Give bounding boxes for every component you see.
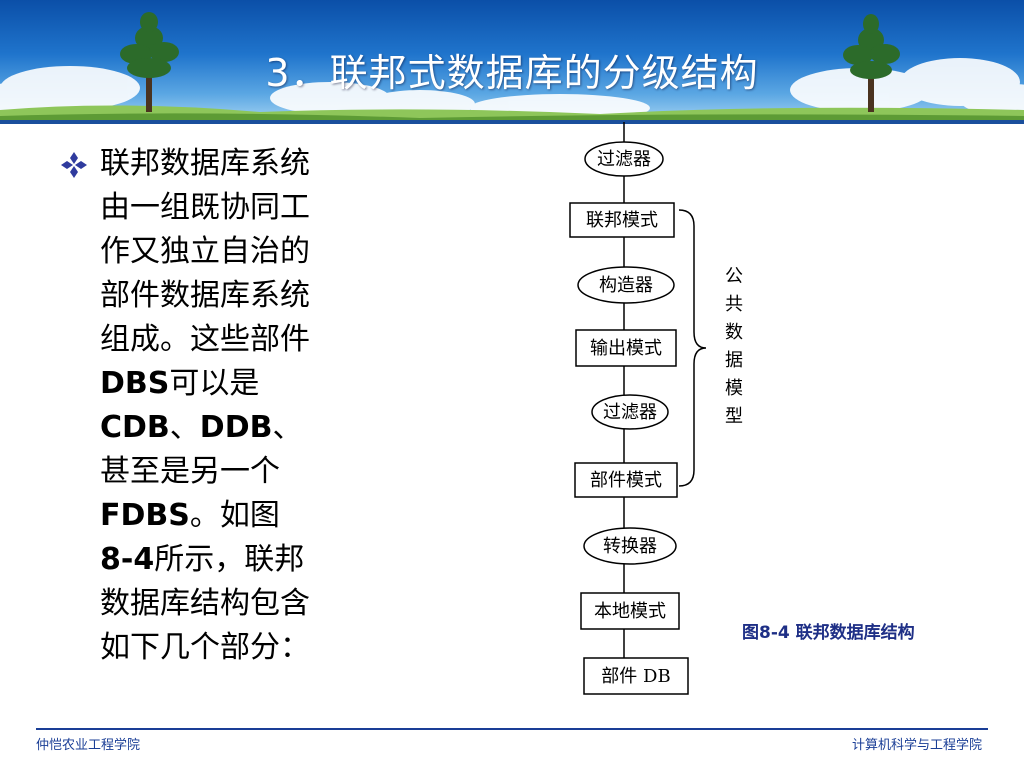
bullet-text-segment: DBS bbox=[100, 366, 170, 401]
diagram-node-local-schema bbox=[580, 592, 680, 630]
bullet-paragraph: 联邦数据库系统 由一组既协同工 作又独立自治的 部件数据库系统 组成。这些部件 … bbox=[61, 142, 392, 670]
page-title: 3．联邦式数据库的分级结构 bbox=[265, 51, 759, 95]
brace-label-char: 数 bbox=[725, 322, 743, 343]
diagram-node-label: 构造器 bbox=[599, 275, 653, 296]
sky-landscape-illustration bbox=[0, 12, 1024, 120]
figure-caption: 图8-4 联邦数据库结构 bbox=[742, 623, 915, 643]
bullet-text-segment: 、 甚至是另一个 bbox=[100, 410, 303, 489]
diamond-bullet-icon bbox=[61, 152, 87, 178]
bullet-text-segment: DDB bbox=[199, 410, 273, 445]
brace-label-char: 公 bbox=[725, 266, 743, 287]
footer-right-text: 计算机科学与工程学院 bbox=[851, 738, 982, 753]
bullet-text-segment: 所示，联邦 数据库结构包含 如下几个部分： bbox=[100, 542, 310, 665]
brace-label-char: 据 bbox=[725, 350, 743, 371]
footer-left-text: 仲恺农业工程学院 bbox=[36, 738, 141, 753]
diagram-node-label: 部件模式 bbox=[590, 470, 662, 491]
brace-label-char: 模 bbox=[725, 378, 743, 399]
bullet-text-segment: FDBS bbox=[100, 498, 190, 533]
diagram-node-component-schema bbox=[574, 462, 678, 498]
diagram-node-federated-schema bbox=[569, 202, 675, 238]
brace-shape bbox=[678, 209, 707, 487]
bullet-text: 联邦数据库系统 由一组既协同工 作又独立自治的 部件数据库系统 组成。这些部件 … bbox=[100, 142, 392, 670]
diagram-node-component-db bbox=[583, 657, 689, 695]
bullet-text-segment: 可以是 bbox=[169, 366, 260, 401]
bullet-text-segment: 。如图 bbox=[189, 498, 280, 533]
banner-divider bbox=[0, 120, 1024, 124]
diagram-node-constructor bbox=[577, 266, 675, 304]
diagram-node-label: 过滤器 bbox=[603, 402, 657, 423]
diagram-node-label: 输出模式 bbox=[590, 338, 662, 359]
diagram-node-transformer bbox=[583, 527, 677, 565]
bullet-text-segment: 8-4 bbox=[100, 542, 155, 577]
diagram-node-filter-top bbox=[584, 141, 664, 177]
bullet-text-segment: CDB bbox=[100, 410, 170, 445]
bullet-text-segment: 、 bbox=[169, 410, 200, 445]
diagram-node-label: 部件 DB bbox=[601, 666, 670, 687]
bullet-text-segment: 联邦数据库系统 由一组既协同工 作又独立自治的 部件数据库系统 组成。这些部件 bbox=[100, 146, 310, 357]
brace-label-char: 共 bbox=[725, 294, 743, 315]
diagram-node-filter-mid bbox=[591, 394, 669, 430]
brace-label-char: 型 bbox=[725, 406, 743, 427]
diagram-node-label: 本地模式 bbox=[594, 601, 666, 622]
diagram-node-label: 转换器 bbox=[603, 536, 657, 557]
footer-divider bbox=[36, 728, 988, 730]
diagram-node-export-schema bbox=[575, 329, 677, 367]
diagram-node-label: 过滤器 bbox=[597, 149, 651, 170]
diagram-node-label: 联邦模式 bbox=[586, 210, 658, 231]
header-banner: 3．联邦式数据库的分级结构 bbox=[0, 0, 1024, 120]
